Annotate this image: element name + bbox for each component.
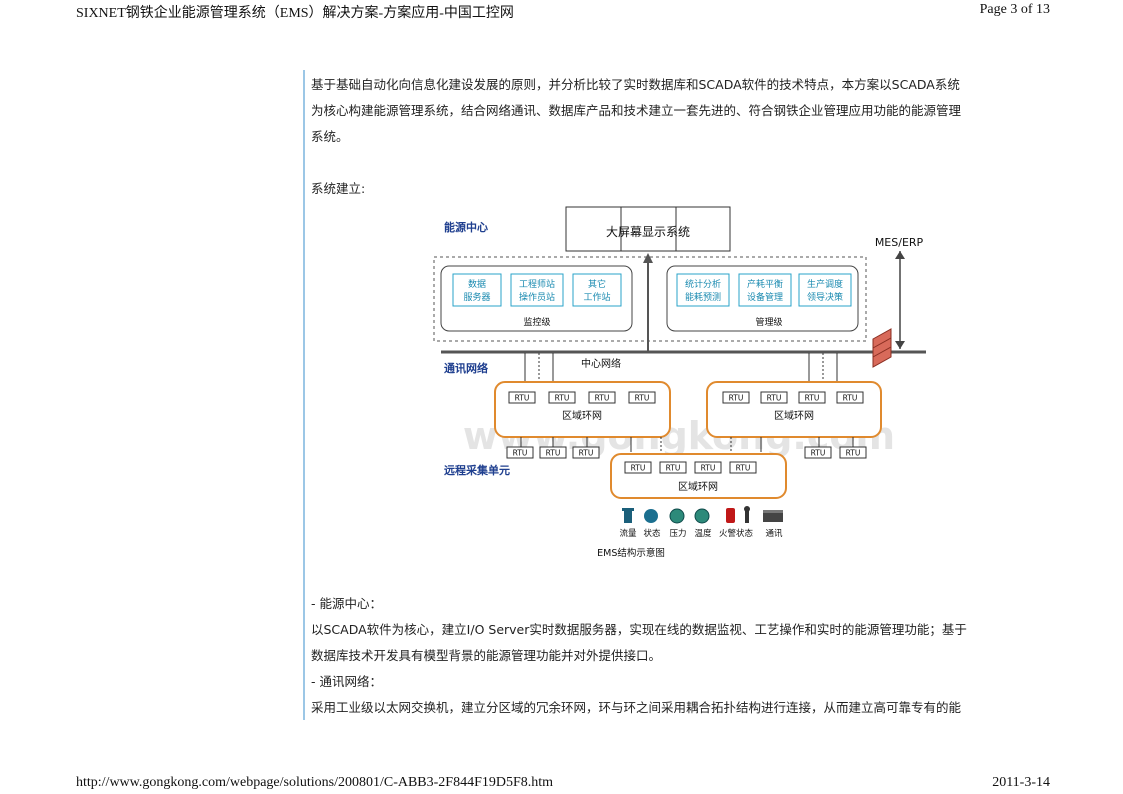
status-icon [644,509,658,523]
temperature-icon [694,508,710,524]
manage-level-label: 管理级 [755,316,782,328]
monitor-item-2-b: 操作员站 [519,291,555,303]
monitor-item-3-a: 其它 [588,278,606,290]
ring1-rtu-4: RTU [635,394,650,403]
system-build-label: 系统建立: [311,181,366,196]
device-label-pressure: 压力 [669,528,686,539]
ring1-label: 区域环网 [562,409,602,422]
standalone-rtu-3: RTU [579,449,594,458]
manage-item-2-b: 设备管理 [747,291,783,303]
footer-date: 2011-3-14 [992,775,1050,790]
standalone-rtu-1: RTU [513,449,528,458]
intro-line-3: 系统。 [311,129,349,144]
ring3-rtu-3: RTU [701,464,716,473]
ring3-label: 区域环网 [678,480,718,493]
ring3-rtu-4: RTU [736,464,751,473]
standalone-rtu-4: RTU [811,449,826,458]
sensor-probe-icon [744,506,750,523]
monitor-level-label: 监控级 [523,316,550,328]
flow-meter-icon [622,508,634,523]
comm-network-label: 通讯网络 [444,361,488,375]
manage-item-1-b: 能耗预测 [685,291,721,303]
ems-structure-diagram: www.gongkong.com 能源中心 通讯网络 远程采集单元 大屏幕显示系… [431,199,926,564]
manage-item-2-a: 产耗平衡 [747,278,783,290]
diagram-caption: EMS结构示意图 [597,547,665,559]
manage-item-3-a: 生产调度 [807,278,843,290]
monitor-item-2-a: 工程师站 [519,278,555,290]
intro-text: 基于基础自动化向信息化建设发展的原则，并分析比较了实时数据库和SCADA软件的技… [311,72,1046,202]
header-title: SIXNET钢铁企业能源管理系统（EMS）解决方案-方案应用-中国工控网 [76,6,514,21]
manage-item-1-a: 统计分析 [685,278,721,290]
pressure-icon [669,508,685,524]
manage-item-3-b: 领导决策 [807,291,843,303]
ring-network-1 [494,381,671,438]
network-line-1: 采用工业级以太网交换机，建立分区域的冗余环网，环与环之间采用耦合拓扑结构进行连接… [311,700,962,715]
ring-network-2 [706,381,882,438]
sections-text: - 能源中心： 以SCADA软件为核心，建立I/O Server实时数据服务器，… [311,591,1046,721]
ring1-rtu-2: RTU [555,394,570,403]
ring3-rtu-2: RTU [666,464,681,473]
ring2-rtu-3: RTU [805,394,820,403]
ring2-rtu-1: RTU [729,394,744,403]
monitor-item-1-b: 服务器 [463,291,490,303]
standalone-rtu-5: RTU [846,449,861,458]
standalone-rtu-2: RTU [546,449,561,458]
ring2-rtu-2: RTU [767,394,782,403]
monitor-item-3-b: 工作站 [583,291,610,303]
energy-center-label: 能源中心 [444,220,488,234]
device-label-flow: 流量 [619,528,637,539]
big-screen-label: 大屏幕显示系统 [606,225,690,239]
communication-icon [763,510,783,522]
monitor-level-box [440,265,633,332]
energy-center-line-2: 数据库技术开发具有模型背景的能源管理功能并对外提供接口。 [311,648,662,663]
device-label-communication: 通讯 [765,528,783,539]
device-label-fire-alarm: 火警状态 [719,528,754,539]
energy-center-heading: - 能源中心： [311,596,382,611]
page-number: Page 3 of 13 [979,2,1050,17]
content-left-rule [303,70,305,720]
intro-line-1: 基于基础自动化向信息化建设发展的原则，并分析比较了实时数据库和SCADA软件的技… [311,77,960,92]
firewall-icon [872,328,892,368]
energy-center-line-1: 以SCADA软件为核心，建立I/O Server实时数据服务器，实现在线的数据监… [311,622,967,637]
center-network-label: 中心网络 [581,357,621,370]
manage-level-box [666,265,859,332]
big-screen-box [565,206,731,252]
remote-unit-label: 远程采集单元 [444,463,510,477]
ring1-rtu-1: RTU [515,394,530,403]
ring1-rtu-3: RTU [595,394,610,403]
device-label-temperature: 温度 [694,528,712,539]
footer-url: http://www.gongkong.com/webpage/solution… [76,775,554,790]
intro-line-2: 为核心构建能源管理系统，结合网络通讯、数据库产品和技术建立一套先进的、符合钢铁企… [311,103,962,118]
device-label-status: 状态 [643,528,661,539]
ring2-label: 区域环网 [774,409,814,422]
ring2-rtu-4: RTU [843,394,858,403]
ring3-rtu-1: RTU [631,464,646,473]
mes-erp-label: MES/ERP [875,236,924,249]
network-heading: - 通讯网络： [311,674,382,689]
fire-alarm-icon [726,508,735,523]
monitor-item-1-a: 数据 [468,278,486,290]
